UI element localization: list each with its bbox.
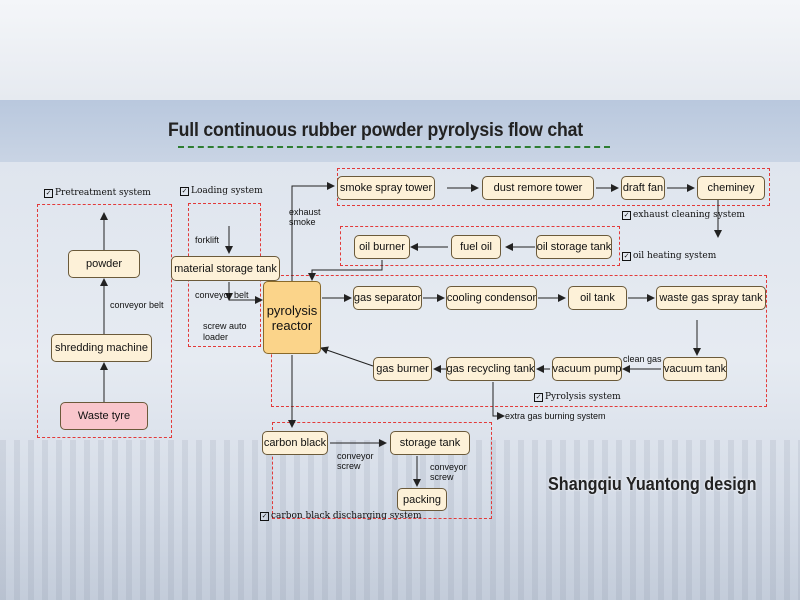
group-label-carbon-black: ✓ carbon black discharging system — [260, 511, 422, 521]
reactor-label-line2: reactor — [271, 317, 313, 333]
group-label-loading: ✓ Loading system — [180, 186, 263, 196]
page-background-top — [0, 0, 800, 100]
box-powder: powder — [68, 250, 140, 278]
label-conveyor-belt-loading: conveyor belt — [195, 290, 249, 300]
box-gas-burner: gas burner — [373, 357, 432, 381]
box-cheminey: cheminey — [697, 176, 765, 200]
title-underline — [178, 146, 610, 148]
checkbox-icon: ✓ — [622, 251, 631, 261]
box-smoke-spray-tower: smoke spray tower — [337, 176, 435, 200]
title-band-background — [0, 100, 800, 162]
group-label-exhaust: ✓ exhaust cleaning system — [622, 210, 745, 220]
designer-credit: Shangqiu Yuantong design — [548, 474, 757, 494]
checkbox-icon: ✓ — [622, 210, 631, 220]
group-label-pretreatment: ✓ Pretreatment system — [44, 188, 151, 198]
box-packing: packing — [397, 488, 447, 511]
box-oil-storage-tank: oil storage tank — [536, 235, 612, 259]
box-dust-remore-tower: dust remore tower — [482, 176, 594, 200]
label-conveyor-belt-pretreatment: conveyor belt — [110, 300, 164, 310]
label-conveyor-screw-2b: screw — [430, 472, 454, 482]
checkbox-icon: ✓ — [260, 511, 269, 521]
label-exhaust-smoke-1: exhaust — [289, 207, 321, 217]
arrow-reactor-to-smoke-tower — [291, 182, 335, 281]
box-fuel-oil: fuel oil — [451, 235, 501, 259]
label-conveyor-screw-2a: conveyor — [430, 462, 467, 472]
diagram-title: Full continuous rubber powder pyrolysis … — [168, 120, 584, 141]
label-screw-auto-loader-1: screw auto — [203, 321, 247, 331]
group-pretreatment — [37, 204, 172, 438]
group-carbon-black — [272, 422, 492, 519]
checkbox-icon: ✓ — [180, 186, 189, 196]
group-label-oil-heating: ✓ oil heating system — [622, 251, 717, 261]
group-label-pyrolysis: ✓ Pyrolysis system — [534, 392, 621, 402]
label-conveyor-screw-1a: conveyor — [337, 451, 374, 461]
box-oil-tank: oil tank — [568, 286, 627, 310]
box-material-storage-tank: material storage tank — [171, 256, 280, 281]
box-storage-tank: storage tank — [390, 431, 470, 455]
arrow-burner-to-reactor — [308, 260, 383, 281]
arrow-extra-gas — [492, 382, 505, 420]
reactor-label-line1: pyrolysis — [266, 302, 318, 318]
label-extra-gas-burning-system: extra gas burning system — [505, 411, 606, 421]
label-conveyor-screw-1b: screw — [337, 461, 361, 471]
arrow-burner-to-reactor-return — [320, 346, 374, 367]
box-vacuum-tank: vacuum tank — [663, 357, 727, 381]
checkbox-icon: ✓ — [534, 392, 543, 402]
box-gas-recycling-tank: gas recycling tank — [446, 357, 535, 381]
label-clean-gas: clean gas — [623, 354, 662, 364]
box-carbon-black: carbon black — [262, 431, 328, 455]
box-shredding-machine: shredding machine — [51, 334, 152, 362]
checkbox-icon: ✓ — [44, 188, 53, 198]
box-vacuum-pump: vacuum pump — [552, 357, 622, 381]
box-gas-separator: gas separator — [353, 286, 422, 310]
box-waste-tyre: Waste tyre — [60, 402, 148, 430]
label-exhaust-smoke-2: smoke — [289, 217, 316, 227]
box-oil-burner: oil burner — [354, 235, 410, 259]
label-screw-auto-loader-2: loader — [203, 332, 229, 342]
box-cooling-condensor: cooling condensor — [446, 286, 537, 310]
box-pyrolysis-reactor: pyrolysis reactor — [263, 281, 321, 354]
box-waste-gas-spray-tank: waste gas spray tank — [656, 286, 766, 310]
label-forklift: forklift — [195, 235, 220, 245]
group-oil-heating — [340, 226, 620, 266]
box-draft-fan: draft fan — [621, 176, 665, 200]
city-silhouette-background — [0, 440, 800, 600]
